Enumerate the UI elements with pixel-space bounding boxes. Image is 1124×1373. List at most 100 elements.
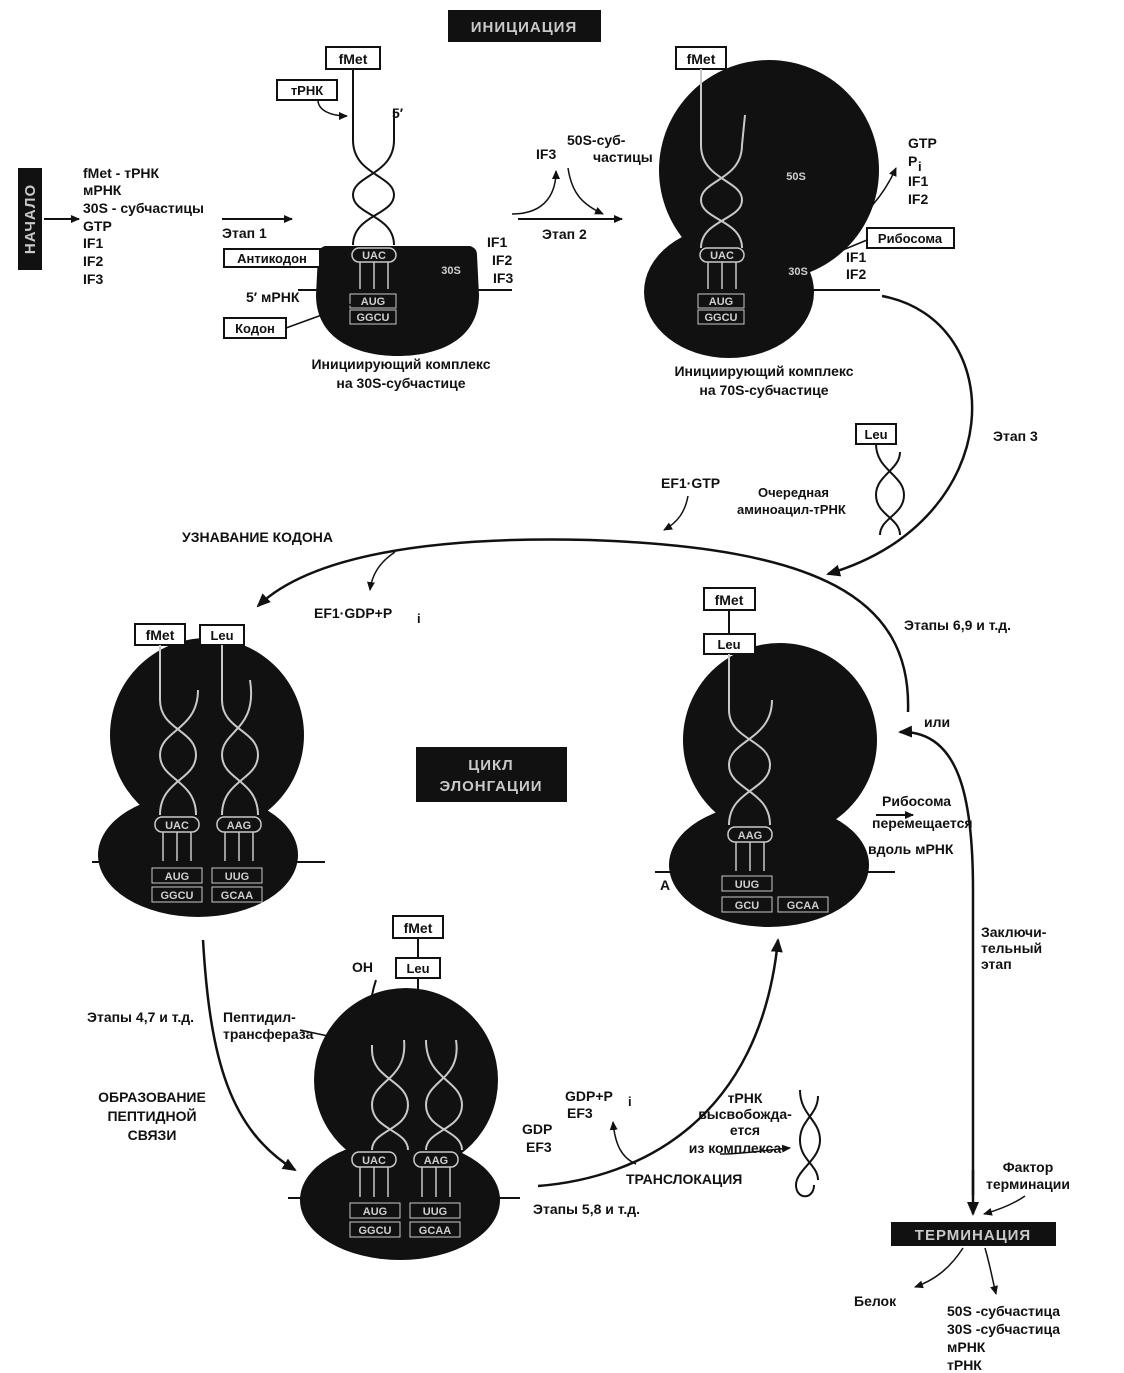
svg-text:fMet: fMet [339,51,368,67]
final-stage-label: Заключи- [981,924,1047,940]
svg-text:30S: 30S [788,266,808,278]
svg-text:5′: 5′ [762,65,774,81]
peptide-bond-label: ОБРАЗОВАНИЕ [98,1089,206,1105]
svg-text:тРНК: тРНК [947,1357,982,1373]
svg-text:UAC: UAC [362,1155,386,1167]
svg-text:GTP: GTP [908,135,937,151]
svg-text:i: i [417,611,421,626]
svg-text:аминоацил-тРНК: аминоацил-тРНК [737,502,846,517]
termination-heading: ТЕРМИНАЦИЯ [891,1222,1056,1246]
svg-text:5′: 5′ [392,105,404,121]
elongation-heading: ЦИКЛ ЭЛОНГАЦИИ [416,747,567,802]
svg-text:трансфераза: трансфераза [223,1026,314,1042]
svg-text:GGCU: GGCU [359,1225,392,1237]
svg-text:fMet - тРНК: fMet - тРНК [83,165,160,181]
svg-text:ТЕРМИНАЦИЯ: ТЕРМИНАЦИЯ [915,1227,1031,1244]
products-list: 50S -субчастица [947,1303,1060,1319]
stages-69-label: Этапы 6,9 и т.д. [904,617,1011,633]
translocation-arrow [537,938,783,1188]
stage1-label: Этап 1 [222,225,267,241]
svg-text:Инициирующий комплекс: Инициирующий комплекс [311,356,490,372]
svg-text:GCU: GCU [735,900,760,912]
svg-text:на 70S-субчастице: на 70S-субчастице [699,382,828,398]
svg-text:Очередная: Очередная [758,485,829,500]
svg-text:GCAA: GCAA [787,900,819,912]
svg-text:частицы: частицы [593,149,653,165]
svg-text:EF3: EF3 [567,1105,593,1121]
start-list: fMet - тРНК мРНК 30S - субчастицы GTP IF… [83,165,204,287]
stage3-arrow [826,294,974,577]
svg-text:i: i [918,159,922,174]
svg-text:НАЧАЛО: НАЧАЛО [22,184,39,254]
svg-text:IF1: IF1 [846,249,866,265]
svg-text:GGCU: GGCU [705,312,738,324]
svg-text:AAG: AAG [424,1155,448,1167]
svg-text:OH: OH [352,959,373,975]
svg-text:30S -субчастица: 30S -субчастица [947,1321,1060,1337]
svg-text:G: G [701,878,711,893]
termination-factor-label: Фактор [1003,1159,1054,1175]
svg-text:AAG: AAG [227,820,251,832]
step2: IF3 50S-суб- частицы Этап 2 [511,132,653,242]
svg-text:ПЕПТИДНОЙ: ПЕПТИДНОЙ [107,1107,196,1124]
svg-text:AUG: AUG [165,871,189,883]
svg-text:Leu: Leu [717,637,740,652]
svg-text:fMet: fMet [404,920,433,936]
svg-text:AUG: AUG [363,1206,387,1218]
stage3-label: Этап 3 [993,428,1038,444]
ef1-gdp-label: EF1·GDP+P [314,605,392,621]
initiation-heading: ИНИЦИАЦИЯ [448,10,601,42]
svg-text:IF1: IF1 [487,234,507,250]
translocation-label: ТРАНСЛОКАЦИЯ [626,1171,742,1187]
svg-text:Инициирующий комплекс: Инициирующий комплекс [674,363,853,379]
svg-text:A: A [660,877,670,893]
svg-text:IF2: IF2 [83,253,103,269]
peptidyl-transferase-label: Пептидил- [223,1009,296,1025]
svg-text:этап: этап [981,956,1012,972]
svg-text:UAC: UAC [362,250,386,262]
complex-70s: fMet 5′ UAC 50S 30S AUG GGCU Рибосома IF… [644,46,955,398]
svg-text:fMet: fMet [687,51,716,67]
codon-recognition-label: УЗНАВАНИЕ КОДОНА [182,529,333,545]
svg-text:UUG: UUG [423,1206,447,1218]
svg-text:5′ мРНК: 5′ мРНК [246,289,300,305]
protein-label: Белок [854,1293,897,1309]
ribosome-left: fMet Leu UAC AAG AUG UUG GGCU GCAA [92,623,325,917]
svg-text:Этап 2: Этап 2 [542,226,587,242]
svg-text:перемещается: перемещается [872,815,973,831]
svg-text:AUG: AUG [361,296,385,308]
svg-text:IF3: IF3 [83,271,103,287]
released-trna [794,1089,822,1198]
svg-text:i: i [628,1094,632,1109]
svg-text:GGCU: GGCU [357,312,390,324]
or-branch-arrow [898,725,975,1195]
svg-text:fMet: fMet [715,592,744,608]
svg-text:UUG: UUG [735,879,759,891]
svg-text:fMet: fMet [146,627,175,643]
svg-text:IF2: IF2 [492,252,512,268]
svg-text:Leu: Leu [210,628,233,643]
svg-text:UUG: UUG [225,871,249,883]
or-label: или [924,714,950,730]
svg-text:Кодон: Кодон [235,321,275,336]
svg-text:IF2: IF2 [846,266,866,282]
trna-released-label: тРНК [728,1090,763,1106]
ef1-gtp-label: EF1·GTP [661,475,720,491]
svg-text:IF1: IF1 [908,173,928,189]
svg-text:50S: 50S [786,171,806,183]
svg-text:мРНК: мРНК [947,1339,986,1355]
svg-text:UAC: UAC [165,820,189,832]
ribosome-moves-label: Рибосома [882,793,951,809]
svg-text:U: U [683,877,693,893]
svg-text:30S: 30S [441,265,461,277]
svg-text:тРНК: тРНК [291,83,323,98]
codon-recognition-arc [256,538,910,713]
svg-text:ЦИКЛ: ЦИКЛ [468,757,513,774]
next-aminoacyl-trna: Leu Очередная аминоацил-тРНК [737,423,906,536]
svg-text:ется: ется [730,1122,760,1138]
svg-text:ЭЛОНГАЦИИ: ЭЛОНГАЦИИ [439,778,542,795]
svg-text:Leu: Leu [406,961,429,976]
svg-text:GTP: GTP [83,218,112,234]
stages-47-label: Этапы 4,7 и т.д. [87,1009,194,1025]
start-heading: НАЧАЛО [18,168,42,270]
